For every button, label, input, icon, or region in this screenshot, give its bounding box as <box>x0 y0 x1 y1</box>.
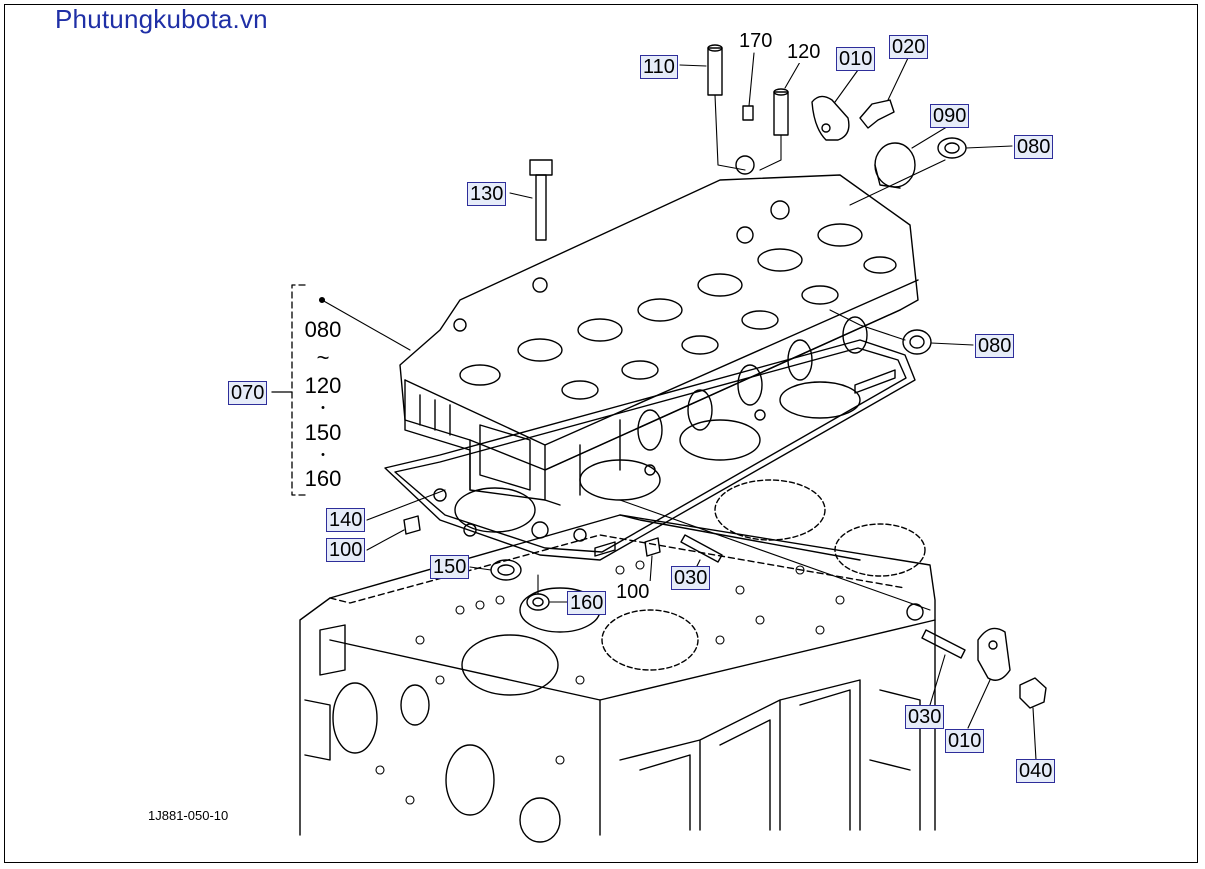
group-bracket <box>271 284 306 496</box>
callout-170[interactable]: 170 <box>737 30 775 52</box>
group-tilde: ~ <box>316 345 330 370</box>
diagram-code: 1J881-050-10 <box>148 808 229 823</box>
callout-100-mid[interactable]: 100 <box>614 581 652 603</box>
callout-080-top[interactable]: 080 <box>1014 135 1054 159</box>
callout-070[interactable]: 070 <box>228 381 268 405</box>
callout-010-top[interactable]: 010 <box>836 47 876 71</box>
callout-120[interactable]: 120 <box>785 41 823 63</box>
site-title[interactable]: Phutungkubota.vn <box>55 4 268 34</box>
callout-150[interactable]: 150 <box>430 555 470 579</box>
callout-160[interactable]: 160 <box>567 591 607 615</box>
callout-040[interactable]: 040 <box>1016 759 1056 783</box>
cylinder-block <box>299 479 936 843</box>
leader-lines <box>318 52 1037 761</box>
callout-130[interactable]: 130 <box>467 182 507 206</box>
callout-140[interactable]: 140 <box>326 508 366 532</box>
group-item-c: 160 <box>304 466 342 491</box>
diagram-frame <box>4 4 1198 863</box>
callout-080-mid[interactable]: 080 <box>975 334 1015 358</box>
group-dot-2: ・ <box>316 447 330 463</box>
callout-020[interactable]: 020 <box>889 35 929 59</box>
callout-030-low[interactable]: 030 <box>905 705 945 729</box>
group-from: 080 <box>304 317 342 342</box>
head-gasket <box>384 339 916 561</box>
small-parts <box>403 44 1047 709</box>
callout-100-left[interactable]: 100 <box>326 538 366 562</box>
group-item-b: 150 <box>304 420 342 445</box>
callout-010-low[interactable]: 010 <box>945 729 985 753</box>
callout-110[interactable]: 110 <box>640 55 678 79</box>
callout-090[interactable]: 090 <box>930 104 970 128</box>
callout-030-mid[interactable]: 030 <box>671 566 711 590</box>
group-item-a: 120 <box>304 373 342 398</box>
group-dot-1: ・ <box>316 400 330 416</box>
cylinder-head <box>399 155 919 506</box>
